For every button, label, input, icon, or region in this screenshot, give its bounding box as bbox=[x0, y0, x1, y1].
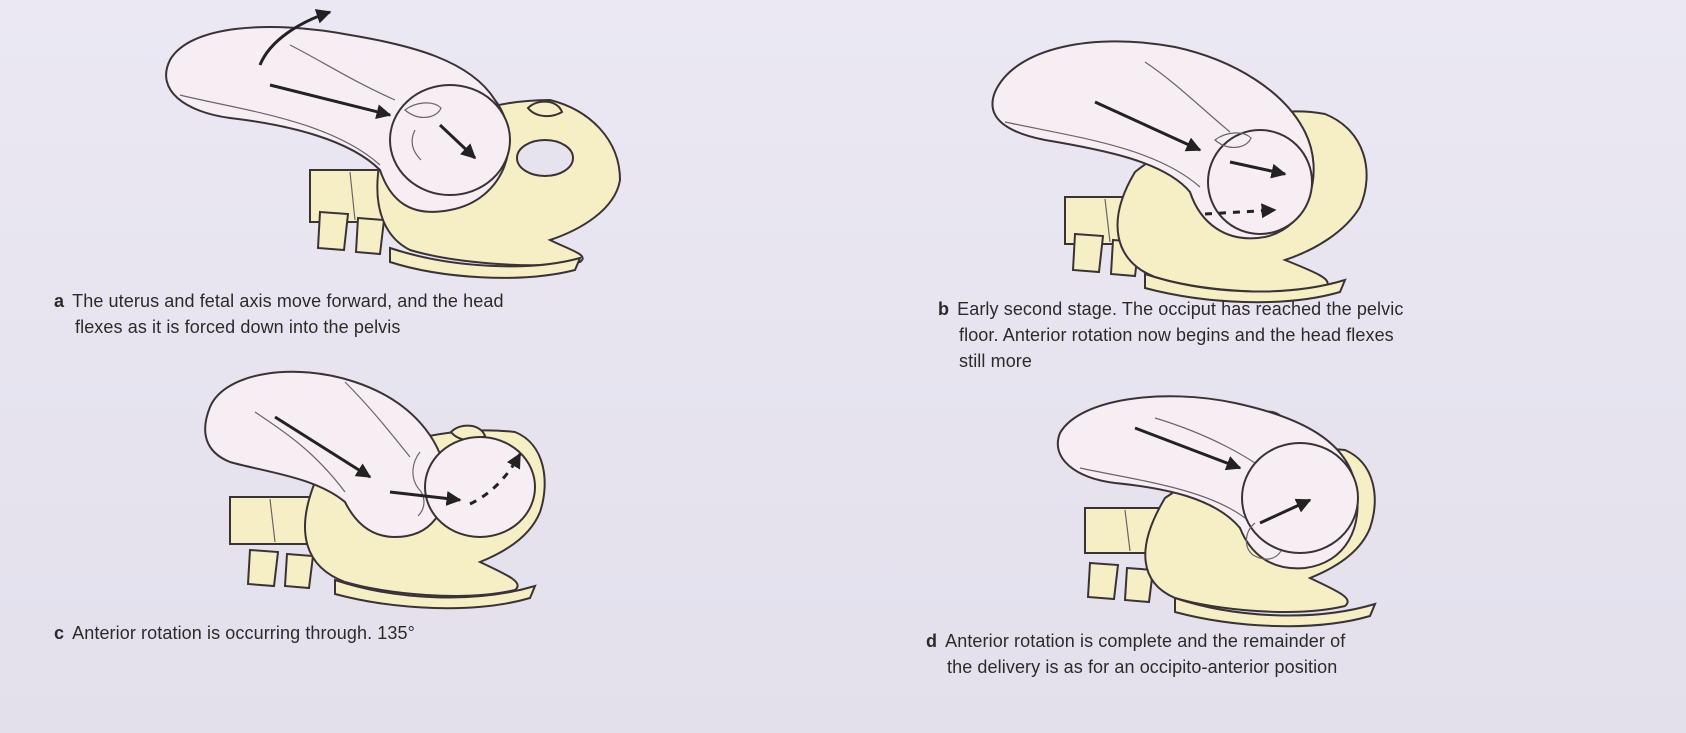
caption-a-line1: The uterus and fetal axis move forward, … bbox=[72, 291, 503, 311]
panel-d-svg bbox=[1055, 388, 1575, 653]
caption-d-letter: d bbox=[926, 631, 937, 651]
panel-d-illustration bbox=[1055, 388, 1575, 653]
caption-c: c Anterior rotation is occurring through.… bbox=[54, 620, 774, 646]
caption-b-line1: Early second stage. The occiput has reac… bbox=[957, 299, 1403, 319]
panel-b-svg bbox=[985, 22, 1545, 312]
caption-b-line2: floor. Anterior rotation now begins and … bbox=[938, 322, 1678, 348]
panel-a-svg bbox=[150, 0, 710, 290]
caption-d-line1: Anterior rotation is complete and the re… bbox=[945, 631, 1345, 651]
panel-a-illustration bbox=[150, 0, 710, 290]
caption-b-line3: still more bbox=[938, 348, 1678, 374]
panel-b-illustration bbox=[985, 22, 1545, 312]
caption-d: d Anterior rotation is complete and the r… bbox=[926, 628, 1666, 680]
panel-c-svg bbox=[195, 352, 715, 622]
caption-d-line2: the delivery is as for an occipito-anter… bbox=[926, 654, 1666, 680]
caption-a: a The uterus and fetal axis move forward,… bbox=[54, 288, 774, 340]
vertebrae bbox=[1088, 563, 1153, 602]
caption-b: b Early second stage. The occiput has rea… bbox=[938, 296, 1678, 374]
caption-a-letter: a bbox=[54, 291, 64, 311]
panel-c-illustration bbox=[195, 352, 715, 622]
caption-c-line1: Anterior rotation is occurring through. … bbox=[72, 623, 415, 643]
caption-a-line2: flexes as it is forced down into the pel… bbox=[54, 314, 774, 340]
vertebrae bbox=[248, 550, 313, 588]
caption-c-letter: c bbox=[54, 623, 64, 643]
caption-b-letter: b bbox=[938, 299, 949, 319]
